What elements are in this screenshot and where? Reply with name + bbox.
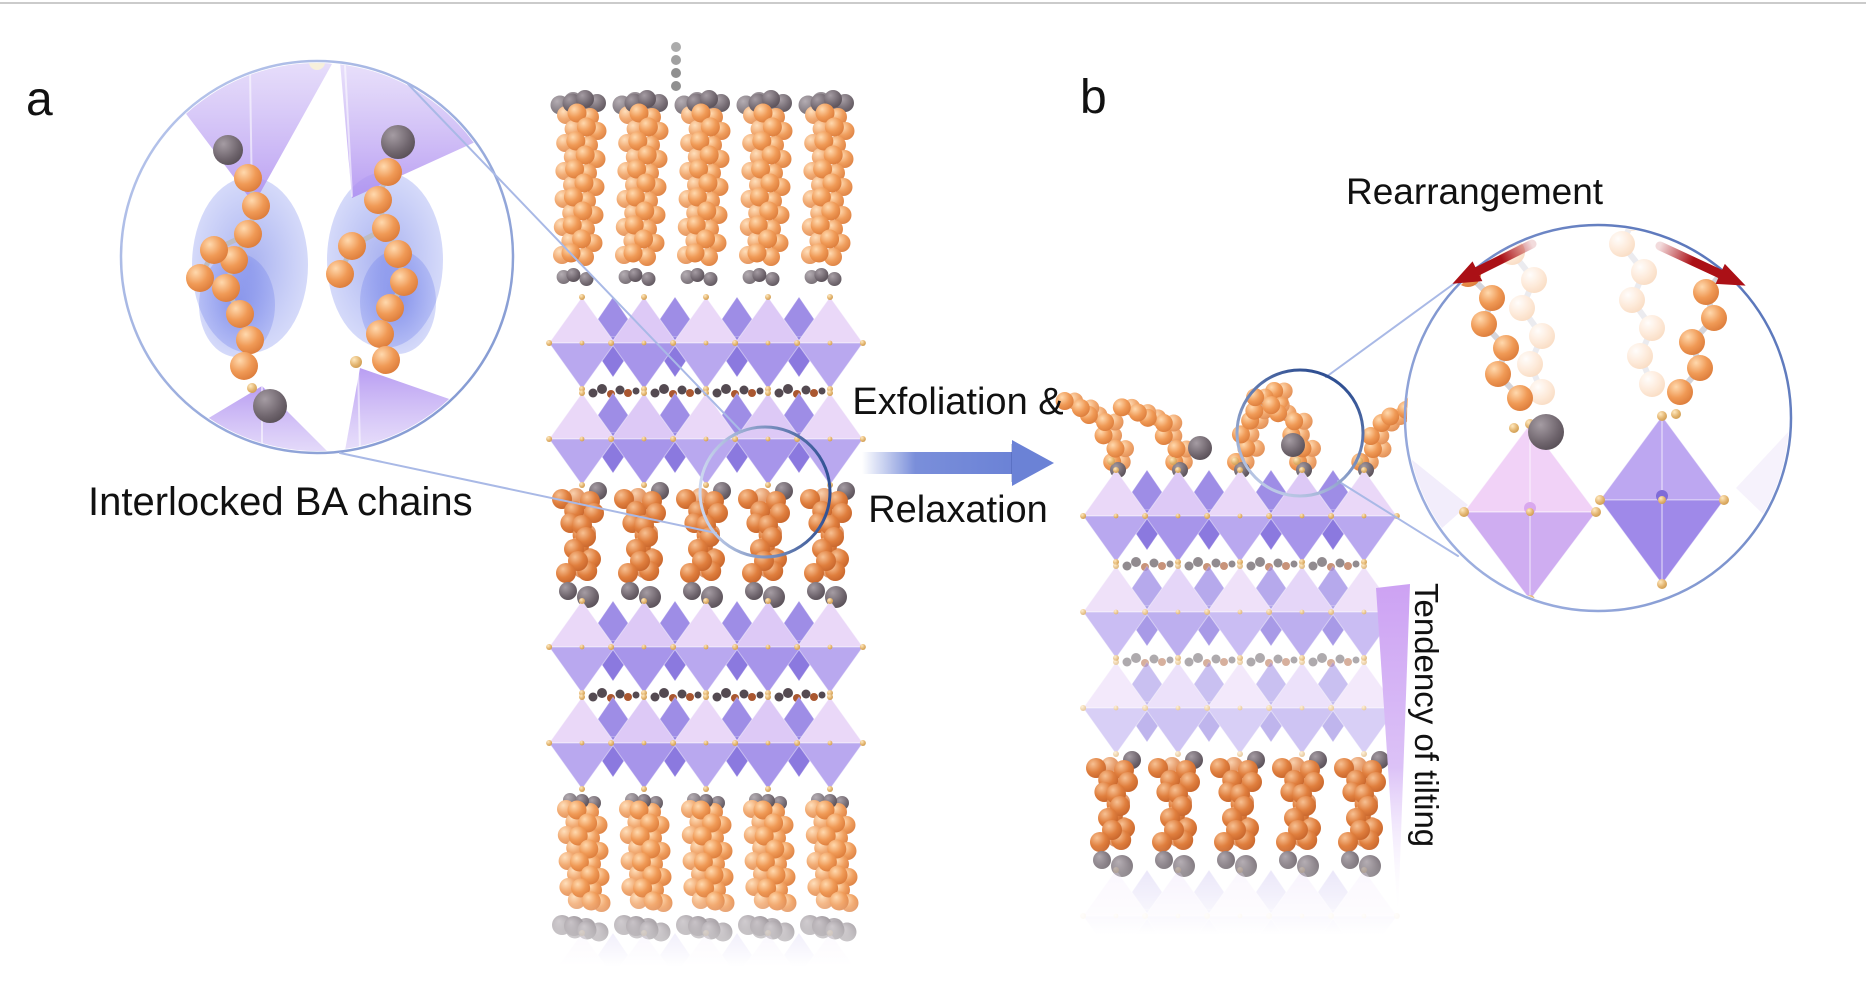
octahedra-layer [546, 598, 866, 696]
rearrangement-arrow-right [1655, 241, 1746, 286]
ba-chain [550, 90, 607, 286]
perovskite-stack-a [535, 42, 880, 991]
octahedron-zoom [1459, 419, 1601, 605]
inset-circle-a [119, 59, 515, 455]
spacer-cation-row [1122, 557, 1360, 571]
ba-chain [674, 90, 731, 286]
transition-label-line1: Exfoliation & [852, 381, 1064, 423]
highlight-circle-a [698, 425, 832, 559]
ba-chain-interlocked [614, 482, 669, 608]
callout-lines-b [1325, 279, 1460, 557]
octahedra-layer [1080, 467, 1400, 565]
octahedron-zoom [1595, 411, 1729, 589]
transition-label-line2: Relaxation [868, 489, 1048, 531]
octahedron-cone [344, 368, 504, 451]
tilt-gradient-colorbar [1376, 584, 1410, 918]
octahedra-layer [546, 694, 866, 792]
octahedra-layer [1080, 563, 1400, 661]
octahedra-layer [546, 294, 866, 392]
inset-circle-b [1403, 223, 1793, 613]
spacer-cation-row [588, 384, 826, 398]
rearrangement-annotation: Rearrangement [1346, 171, 1604, 212]
ba-chain-interlocked [738, 482, 793, 608]
callout-lines-a [339, 83, 743, 534]
inset-rearrangement [1403, 223, 1793, 613]
tilt-colorbar-label: Tendency of tilting [1408, 583, 1445, 848]
ba-chain [612, 90, 669, 286]
ba-chain-zoom [326, 125, 418, 374]
ba-chain [736, 90, 793, 286]
octahedra-layer [1080, 659, 1400, 757]
perovskite-stack-b [1055, 381, 1434, 965]
panel-a-caption: Interlocked BA chains [88, 480, 473, 524]
panel-a-label: a [26, 73, 53, 126]
ba-chain-tilted [1112, 398, 1195, 478]
transition-arrow [862, 440, 1054, 486]
octahedra-layer [546, 390, 866, 488]
ba-chain [552, 793, 611, 942]
ba-chain-interlocked [1210, 751, 1265, 877]
ba-chain [798, 90, 855, 286]
ba-chain-interlocked [552, 482, 607, 608]
panel-b-label: b [1080, 71, 1107, 124]
rearrangement-arrow-left [1452, 239, 1537, 284]
ellipsis-dots [671, 42, 681, 91]
ba-chain-interlocked [676, 482, 731, 608]
inset-interlocked-ba [119, 59, 515, 455]
spacer-cation-row [588, 688, 826, 702]
top-divider [0, 2, 1866, 4]
ba-chain-zoom [186, 135, 287, 423]
ba-chain-interlocked [1086, 751, 1141, 877]
ba-chain-tilted [1055, 392, 1134, 478]
highlight-circle-b [1235, 368, 1365, 498]
